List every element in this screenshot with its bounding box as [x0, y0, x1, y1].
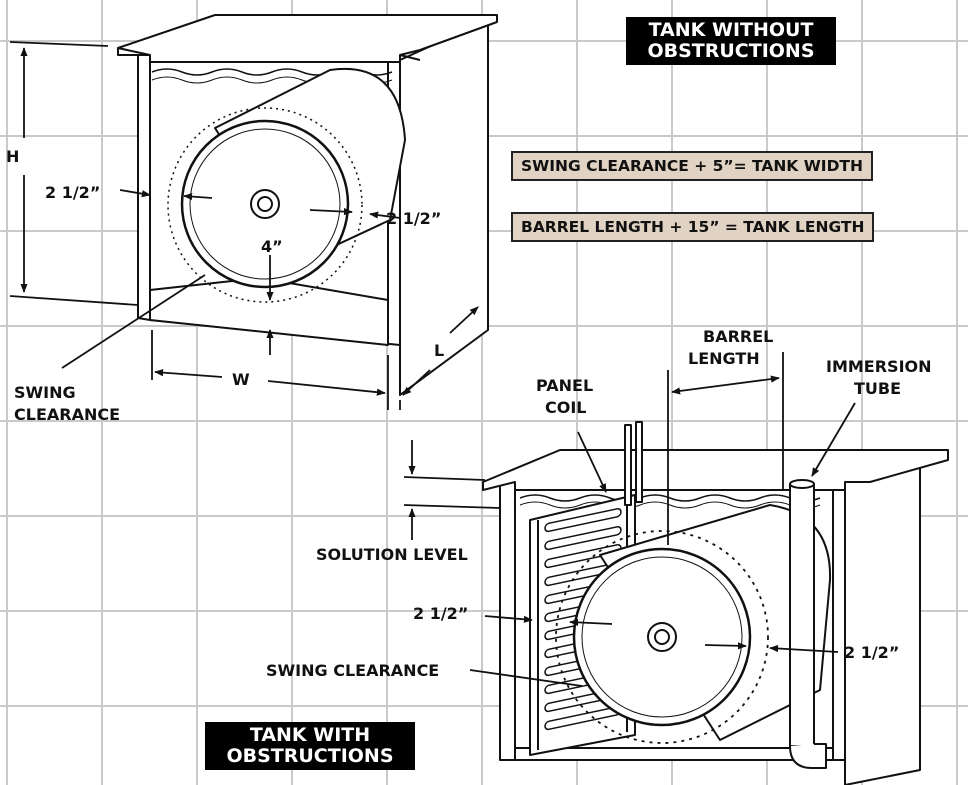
title-without-line-2: OBSTRUCTIONS	[647, 40, 815, 62]
immersion-tube-label-2: TUBE	[854, 379, 901, 398]
clearance-right-top-label: 2 1/2”	[386, 209, 441, 228]
swing-clearance-bottom-label: SWING CLEARANCE	[266, 661, 439, 680]
solution-level-label: SOLUTION LEVEL	[316, 545, 468, 564]
swing-clearance-top-label-2: CLEARANCE	[14, 405, 120, 424]
panel-coil-label-1: PANEL	[536, 376, 593, 395]
h-label: H	[6, 147, 19, 166]
immersion-tube-label-1: IMMERSION	[826, 357, 932, 376]
formula-tank-width: SWING CLEARANCE + 5”= TANK WIDTH	[511, 151, 873, 181]
tank-bottom-liquid-surface	[519, 494, 821, 502]
panel-coil-label-2: COIL	[545, 398, 587, 417]
tank-bottom-side-wall	[844, 454, 921, 785]
tank-bottom-left-wall	[499, 481, 516, 761]
title-with-line-2: OBSTRUCTIONS	[226, 745, 394, 767]
swing-clearance-top-label-1: SWING	[14, 383, 76, 402]
title-tank-without-obstructions: TANK WITHOUT OBSTRUCTIONS	[626, 17, 836, 65]
tank-top-left-wall	[137, 54, 151, 321]
title-tank-with-obstructions: TANK WITH OBSTRUCTIONS	[205, 722, 415, 770]
clearance-left-top-label: 2 1/2”	[45, 183, 100, 202]
tank-top-swing-clearance-circle	[167, 107, 363, 303]
l-label: L	[434, 341, 444, 360]
tank-top-side-wall	[399, 19, 489, 396]
tank-bottom-dimensions	[403, 352, 856, 687]
w-label: W	[232, 370, 250, 389]
tank-bottom-rim	[482, 449, 949, 491]
title-without-line-1: TANK WITHOUT	[648, 19, 814, 41]
barrel-length-label-1: BARREL	[703, 327, 773, 346]
tank-bottom	[482, 421, 949, 785]
clearance-right-bottom-label: 2 1/2”	[844, 643, 899, 662]
formula-tank-length: BARREL LENGTH + 15” = TANK LENGTH	[511, 212, 875, 242]
tank-top	[117, 14, 498, 396]
clearance-left-bottom-label: 2 1/2”	[413, 604, 468, 623]
tank-top-dimensions	[9, 41, 479, 410]
immersion-tube	[789, 479, 827, 769]
tank-bottom-swing-clearance-circle	[555, 530, 769, 744]
title-with-line-1: TANK WITH	[249, 724, 371, 746]
clearance-bottom-top-label: 4”	[261, 237, 283, 256]
barrel-length-label-2: LENGTH	[688, 349, 760, 368]
